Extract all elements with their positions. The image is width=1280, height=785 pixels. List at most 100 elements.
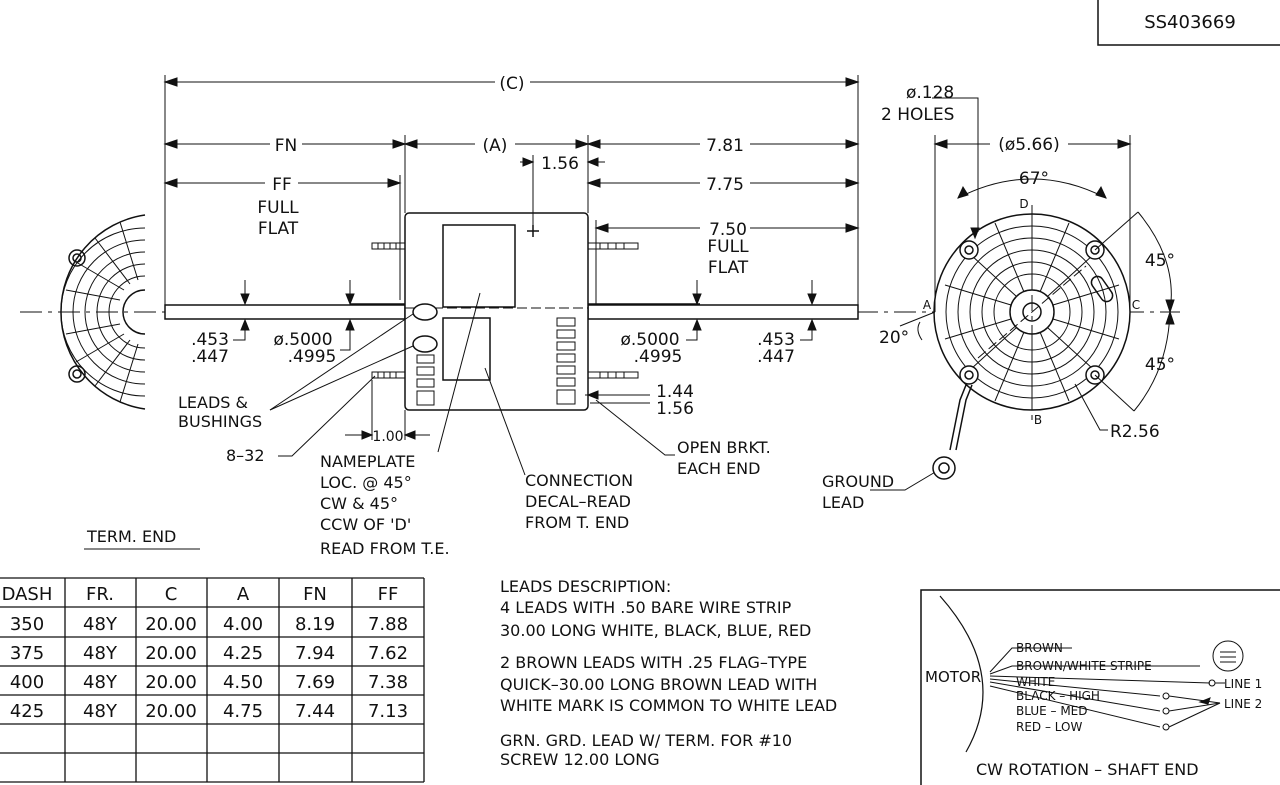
title-block: SS403669 [1097, 0, 1280, 46]
line-1-label: LINE 1 [1224, 677, 1262, 691]
table-cell: 20.00 [145, 643, 197, 664]
connection-note-1: CONNECTION [525, 471, 633, 490]
angle-45-bottom: 45° [1145, 355, 1175, 375]
dim-144: 1.44 [656, 382, 694, 402]
vent-slots [416, 317, 576, 406]
wire-red: RED – LOW [1016, 720, 1082, 734]
tol-453-left: .453 [191, 330, 229, 350]
table-header: C [165, 584, 178, 605]
leads-description: LEADS DESCRIPTION: 4 LEADS WITH .50 BARE… [500, 577, 837, 769]
table-cell: 20.00 [145, 672, 197, 693]
table-cell: 48Y [83, 643, 118, 664]
table-cell: 7.13 [368, 701, 408, 722]
table-cell: 375 [10, 643, 44, 664]
hole-diameter: ø.128 [906, 83, 954, 103]
connection-note-2: DECAL–READ [525, 492, 631, 511]
shaft-dia-right: ø.5000 [620, 330, 679, 350]
table-cell: 425 [10, 701, 44, 722]
rotation-label: CW ROTATION – SHAFT END [976, 760, 1199, 779]
shaft-end-view [932, 205, 1131, 480]
connection-note-3: FROM T. END [525, 513, 629, 532]
dim-100: 1.00 [372, 429, 403, 445]
leads-note-2: BUSHINGS [178, 412, 262, 431]
dim-ff: FF [272, 175, 292, 195]
leads-desc-line-8: SCREW 12.00 LONG [500, 750, 660, 769]
table-cell: 7.44 [295, 701, 335, 722]
nameplate-note-2: LOC. @ 45° [320, 473, 412, 492]
dim-a: (A) [483, 136, 508, 156]
radius-256: R2.56 [1110, 422, 1160, 442]
table-header: FR. [86, 584, 114, 605]
motor-shell [404, 212, 589, 411]
ground-note-1: GROUND [822, 472, 894, 491]
leader-lines [269, 292, 943, 491]
leads-desc-line-3: 30.00 LONG WHITE, BLACK, BLUE, RED [500, 621, 811, 640]
table-cell: 7.38 [368, 672, 408, 693]
angle-20: 20° [879, 328, 909, 348]
open-bracket-note-1: OPEN BRKT. [677, 438, 771, 457]
dim-750: 7.50 [709, 220, 747, 240]
wiring-labels: MOTOR BROWN BROWN/WHITE STRIPE WHITE BLA… [925, 641, 1262, 779]
table-header: DASH [2, 584, 53, 605]
table-cell: 20.00 [145, 614, 197, 635]
tol-447-right: .447 [757, 347, 795, 367]
line-2-label: LINE 2 [1224, 697, 1262, 711]
leads-desc-line-5: QUICK–30.00 LONG BROWN LEAD WITH [500, 675, 817, 694]
angle-45-top: 45° [1145, 251, 1175, 271]
leads-desc-line-1: LEADS DESCRIPTION: [500, 577, 671, 596]
marker-a: A [923, 298, 932, 312]
term-end-label: TERM. END [86, 527, 176, 546]
table-cell: 7.69 [295, 672, 335, 693]
table-cell: 4.75 [223, 701, 263, 722]
leads-desc-line-4: 2 BROWN LEADS WITH .25 FLAG–TYPE [500, 653, 807, 672]
leads-desc-line-7: GRN. GRD. LEAD W/ TERM. FOR #10 [500, 731, 792, 750]
table-header: A [237, 584, 250, 605]
ground-note-2: LEAD [822, 493, 864, 512]
table-cell: 7.62 [368, 643, 408, 664]
bolt-circle-dia: (ø5.66) [998, 135, 1060, 155]
screw-note: 8–32 [226, 446, 265, 465]
dim-c: (C) [499, 74, 524, 94]
table-cell: 7.94 [295, 643, 335, 664]
drawing-number: SS403669 [1144, 12, 1236, 33]
right-shaft [587, 304, 859, 320]
motor-side-view [164, 212, 859, 411]
table-cell: 48Y [83, 672, 118, 693]
ff-full: FULL [257, 198, 299, 218]
wire-blue: BLUE – MED [1016, 704, 1088, 718]
leads-note-1: LEADS & [178, 393, 248, 412]
table-cell: 20.00 [145, 701, 197, 722]
tol-447-left: .447 [191, 347, 229, 367]
r-flat: FLAT [708, 258, 749, 278]
notes: LEADS & BUSHINGS 8–32 NAMEPLATE LOC. @ 4… [86, 393, 894, 558]
end-view-labels: ø.128 2 HOLES (ø5.66) 67° 45° 45° 20° R2… [879, 83, 1175, 442]
nameplate-note-5: READ FROM T.E. [320, 539, 450, 558]
table-cell: 400 [10, 672, 44, 693]
leads-desc-line-2: 4 LEADS WITH .50 BARE WIRE STRIP [500, 598, 792, 617]
connection-decal [442, 317, 491, 381]
table-header: FN [303, 584, 327, 605]
dim-775: 7.75 [706, 175, 744, 195]
ff-flat: FLAT [258, 219, 299, 239]
table-cell: 48Y [83, 701, 118, 722]
dimension-table [0, 577, 425, 783]
wire-white: WHITE [1016, 675, 1055, 689]
dim-156-b: 1.56 [656, 399, 694, 419]
tol-453-right: .453 [757, 330, 795, 350]
table-cell: 350 [10, 614, 44, 635]
table-cell: 48Y [83, 614, 118, 635]
r-full: FULL [707, 237, 749, 257]
nameplate-note-3: CW & 45° [320, 494, 398, 513]
shaft-dia-left-min: .4995 [288, 347, 337, 367]
hole-count: 2 HOLES [881, 105, 954, 125]
table-cell: 4.50 [223, 672, 263, 693]
nameplate [442, 224, 516, 308]
marker-c: C [1132, 298, 1140, 312]
dim-781: 7.81 [706, 136, 744, 156]
dim-fn: FN [275, 136, 298, 156]
wiring-diagram [920, 589, 1280, 785]
wire-brown: BROWN [1016, 641, 1063, 655]
angle-67: 67° [1019, 169, 1049, 189]
open-bracket-note-2: EACH END [677, 459, 760, 478]
